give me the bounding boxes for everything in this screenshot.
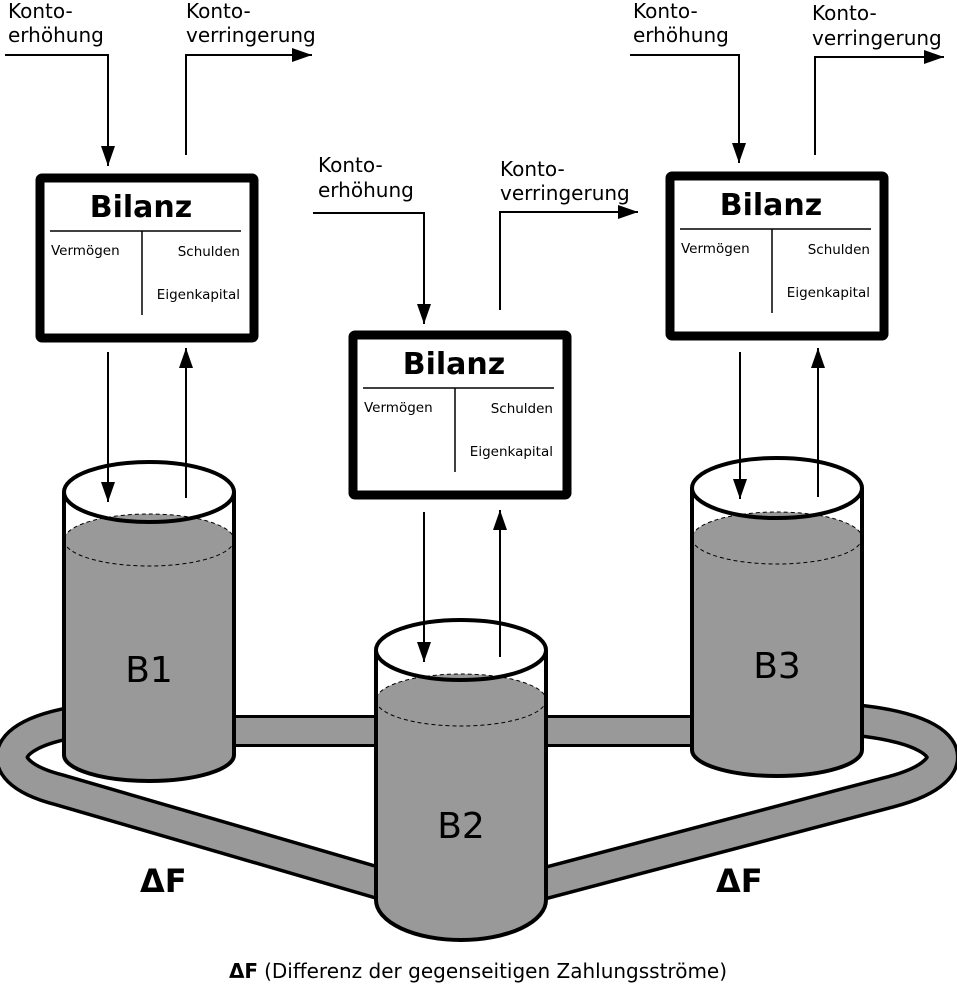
equity-label: Eigenkapital	[157, 287, 240, 303]
liabilities-label: Schulden	[491, 401, 553, 417]
tank-b1: B1	[62, 460, 236, 783]
increase-label: Konto-	[318, 153, 383, 177]
flows-3: Konto- erhöhung Konto- verringerung	[630, 0, 944, 499]
increase-label: erhöhung	[318, 178, 414, 202]
increase-arrow	[313, 212, 431, 324]
equity-label: Eigenkapital	[470, 444, 553, 460]
bilanz-title: Bilanz	[720, 188, 823, 223]
bilanz-title: Bilanz	[403, 347, 506, 382]
flows-2: Konto- erhöhung Konto- verringerung	[313, 153, 638, 662]
bilanz-box-2: Bilanz Vermögen Schulden Eigenkapital	[348, 330, 572, 500]
decrease-label: verringerung	[186, 23, 316, 47]
assets-label: Vermögen	[51, 243, 120, 259]
assets-label: Vermögen	[681, 241, 750, 257]
bilanz-box-1: Bilanz Vermögen Schulden Eigenkapital	[35, 173, 259, 343]
decrease-label: verringerung	[500, 181, 630, 205]
decrease-label: verringerung	[812, 26, 942, 50]
flows-1: Konto- erhöhung Konto- verringerung	[5, 0, 316, 502]
tank-b3: B3	[690, 456, 864, 778]
delta-f-right: ΔF	[716, 862, 763, 900]
tank-label: B1	[125, 650, 173, 691]
tank-b2: B2	[374, 618, 548, 942]
decrease-arrow	[814, 50, 944, 155]
decrease-arrow	[185, 48, 312, 155]
tank-label: B3	[753, 646, 801, 687]
increase-label: Konto-	[8, 0, 73, 23]
tank-label: B2	[437, 806, 485, 847]
caption-text: (Differenz der gegenseitigen Zahlungsstr…	[264, 959, 727, 983]
liabilities-label: Schulden	[808, 242, 870, 258]
bilanz-box-3: Bilanz Vermögen Schulden Eigenkapital	[665, 171, 889, 341]
increase-arrow	[630, 54, 746, 163]
caption-symbol: ΔF	[229, 959, 258, 983]
decrease-label: Konto-	[812, 1, 877, 25]
assets-label: Vermögen	[364, 400, 433, 416]
increase-arrow	[5, 54, 115, 166]
decrease-label: Konto-	[186, 0, 251, 23]
equity-label: Eigenkapital	[787, 285, 870, 301]
increase-label: erhöhung	[633, 23, 729, 47]
bilanz-title: Bilanz	[90, 190, 193, 225]
caption: ΔF(Differenz der gegenseitigen Zahlungss…	[229, 959, 727, 983]
decrease-arrow	[499, 205, 638, 310]
increase-label: erhöhung	[8, 23, 104, 47]
delta-f-left: ΔF	[140, 862, 187, 900]
decrease-label: Konto-	[500, 157, 565, 181]
liabilities-label: Schulden	[178, 244, 240, 260]
increase-label: Konto-	[633, 0, 698, 23]
